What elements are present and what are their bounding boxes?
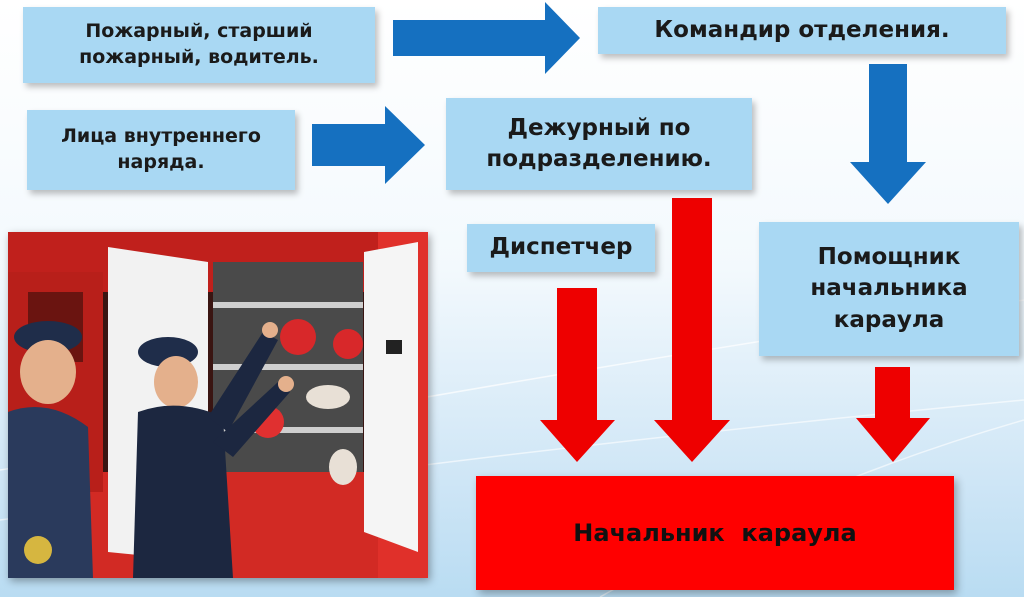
arrow-dispatcher-to-chief	[540, 288, 615, 462]
firefighter-label: Пожарный, старший пожарный, водитель.	[79, 20, 319, 68]
arrow-commander-to-assistant	[850, 64, 926, 204]
arrow-internal-to-duty	[312, 106, 425, 184]
firefighter-box: Пожарный, старший пожарный, водитель.	[23, 7, 375, 83]
assistant-chief-label: Помощник начальника караула	[810, 244, 968, 333]
arrow-assistant-to-chief	[856, 367, 930, 462]
dispatcher-box: Диспетчер	[467, 224, 655, 272]
firefighters-photo-icon	[8, 232, 428, 578]
duty-officer-box: Дежурный по подразделению.	[446, 98, 752, 190]
arrow-firefighter-to-commander	[393, 2, 580, 74]
guard-chief-box: Начальник караула	[476, 476, 954, 590]
internal-guard-label: Лица внутреннего наряда.	[61, 125, 261, 173]
duty-officer-label: Дежурный по подразделению.	[486, 114, 712, 172]
dispatcher-label: Диспетчер	[489, 234, 633, 261]
assistant-chief-box: Помощник начальника караула	[759, 222, 1019, 356]
arrow-duty-to-chief	[654, 198, 730, 462]
squad-commander-box: Командир отделения.	[598, 7, 1006, 54]
squad-commander-label: Командир отделения.	[654, 16, 950, 43]
internal-guard-box: Лица внутреннего наряда.	[27, 110, 295, 190]
guard-chief-label: Начальник караула	[573, 518, 857, 547]
